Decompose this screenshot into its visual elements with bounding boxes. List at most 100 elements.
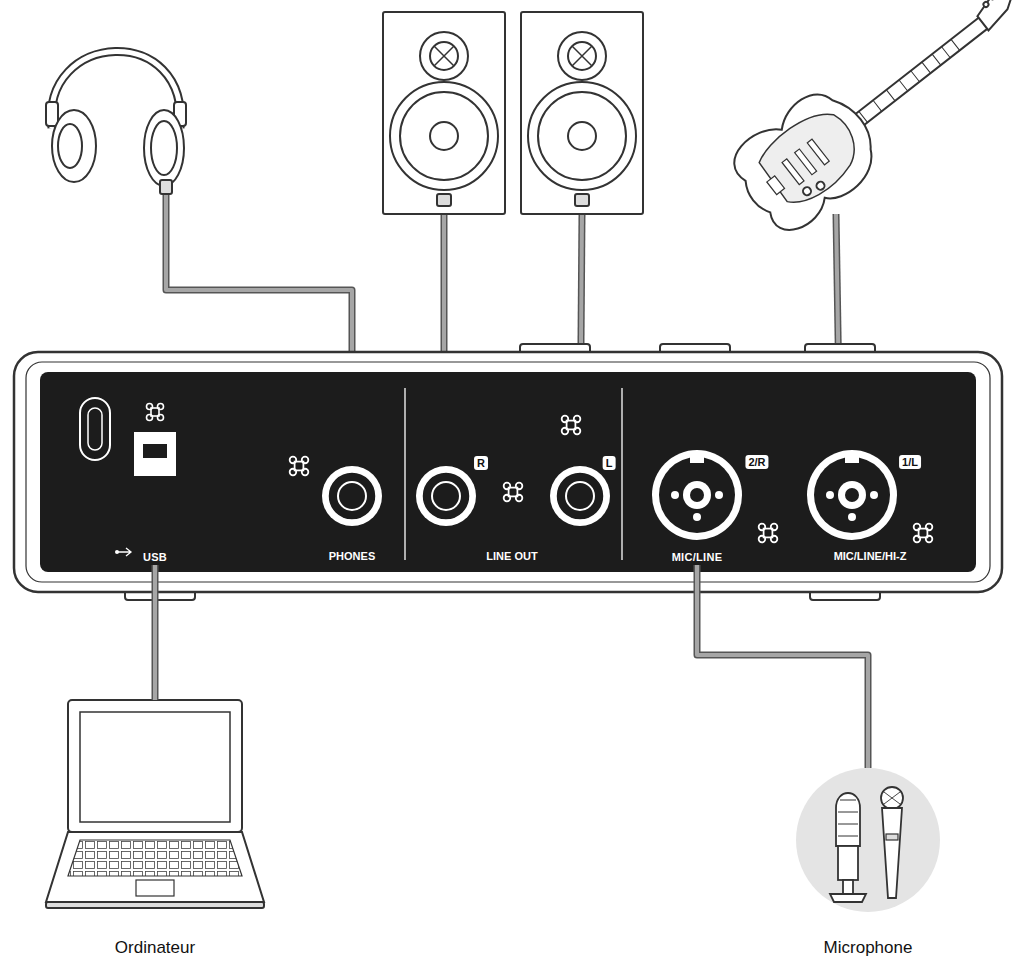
microphones-part-part — [881, 787, 903, 809]
microphones-part-part — [882, 808, 902, 898]
microphones-part-part — [886, 834, 898, 840]
speaker-part — [400, 92, 488, 180]
audio-interface-part — [115, 550, 119, 554]
audio-interface-part — [845, 488, 859, 502]
guitar-part — [753, 100, 870, 213]
audio-interface-part — [416, 466, 476, 526]
headphones-part — [52, 110, 96, 182]
audio-interface-part — [659, 457, 735, 533]
guitar-part — [722, 77, 892, 242]
audio-interface-part — [404, 388, 405, 560]
audio-interface-part — [432, 482, 460, 510]
microphones-part-part — [836, 793, 860, 846]
cable-outline — [697, 565, 868, 768]
laptop-part — [136, 880, 174, 896]
headphones — [46, 51, 186, 194]
microphones-part-part — [838, 800, 858, 836]
usb-port-node: USB — [115, 432, 195, 565]
audio-interface-part — [556, 472, 604, 520]
audio-interface-part — [621, 388, 622, 560]
audio-interface-part — [690, 455, 704, 463]
microphones-part-part — [838, 846, 858, 880]
speaker-part — [420, 32, 468, 80]
audio-interface-part — [143, 444, 167, 458]
device-caption: Microphone — [824, 938, 913, 958]
cable-outline — [152, 565, 159, 700]
port-label: PHONES — [329, 550, 375, 562]
speaker-part — [434, 46, 454, 66]
headphones-part — [151, 121, 177, 175]
headphones-part — [144, 110, 184, 186]
laptop-part — [46, 902, 264, 908]
audio-interface-part — [807, 450, 897, 540]
speaker — [383, 12, 643, 214]
audio-interface-part — [914, 524, 933, 543]
speaker-part — [383, 12, 505, 214]
headphones-part — [58, 124, 82, 168]
jack-label: MIC/LINE — [672, 551, 723, 565]
speaker-part — [575, 194, 589, 206]
cable — [153, 565, 157, 700]
guitar-part — [767, 176, 785, 195]
audio-interface-part — [814, 457, 890, 533]
port-label: MIC/LINE/HI-Z — [834, 550, 907, 562]
usb-port: USB — [143, 551, 167, 565]
speaker-part — [558, 32, 606, 80]
computer-node: Ordinateur — [65, 700, 245, 958]
audio-interface-part — [80, 398, 110, 460]
microphone-node: Microphone — [790, 768, 946, 958]
audio-interface-part — [290, 457, 309, 476]
channel-tag: 1/L — [899, 455, 921, 469]
audio-interface-part — [870, 491, 878, 499]
audio-interface-part — [40, 372, 976, 572]
headphones-part — [160, 180, 172, 194]
audio-interface-part — [826, 491, 834, 499]
combo-jack-node: MIC/LINE — [647, 440, 747, 565]
audio-interface-part — [652, 450, 742, 540]
speaker-part — [568, 42, 596, 70]
laptop-part — [68, 840, 242, 876]
guitar-part — [782, 159, 804, 185]
speaker-part — [528, 82, 636, 190]
audio-interface-part — [338, 482, 366, 510]
audio-interface-part — [422, 472, 470, 520]
channel-tag: L — [603, 456, 616, 470]
microphones-part-part — [843, 880, 853, 894]
microphones — [796, 768, 940, 912]
headphones-part — [46, 102, 58, 126]
audio-interface — [14, 344, 1002, 600]
audio-interface-part — [118, 548, 131, 556]
audio-interface-part — [845, 455, 859, 463]
audio-interface-part — [88, 408, 102, 450]
microphones-part-part — [884, 792, 900, 804]
speaker-part — [568, 122, 596, 150]
channel-tag: R — [474, 456, 488, 470]
audio-interface-part — [14, 352, 1002, 592]
microphones-part — [796, 768, 940, 912]
audio-interface-part — [328, 472, 376, 520]
guitar-part — [807, 139, 829, 165]
audio-interface-part — [693, 513, 701, 521]
audio-interface-part — [690, 488, 704, 502]
microphones-part — [830, 787, 903, 902]
laptop — [46, 700, 264, 908]
guitar — [722, 0, 1012, 242]
audio-interface-part — [848, 513, 856, 521]
device-caption: Ordinateur — [115, 938, 195, 958]
audio-interface-part — [26, 362, 990, 582]
speaker-part — [572, 46, 592, 66]
audio-interface-part — [322, 466, 382, 526]
audio-interface-part — [759, 524, 778, 543]
audio-interface-part — [683, 481, 711, 509]
audio-interface-part — [147, 404, 164, 421]
guitar-part — [989, 0, 996, 1]
laptop-part — [80, 712, 230, 822]
speaker-part — [430, 122, 458, 150]
speaker-part — [521, 12, 643, 214]
speaker-part — [538, 92, 626, 180]
audio-interface-part — [566, 482, 594, 510]
microphones-part-part — [830, 894, 866, 902]
